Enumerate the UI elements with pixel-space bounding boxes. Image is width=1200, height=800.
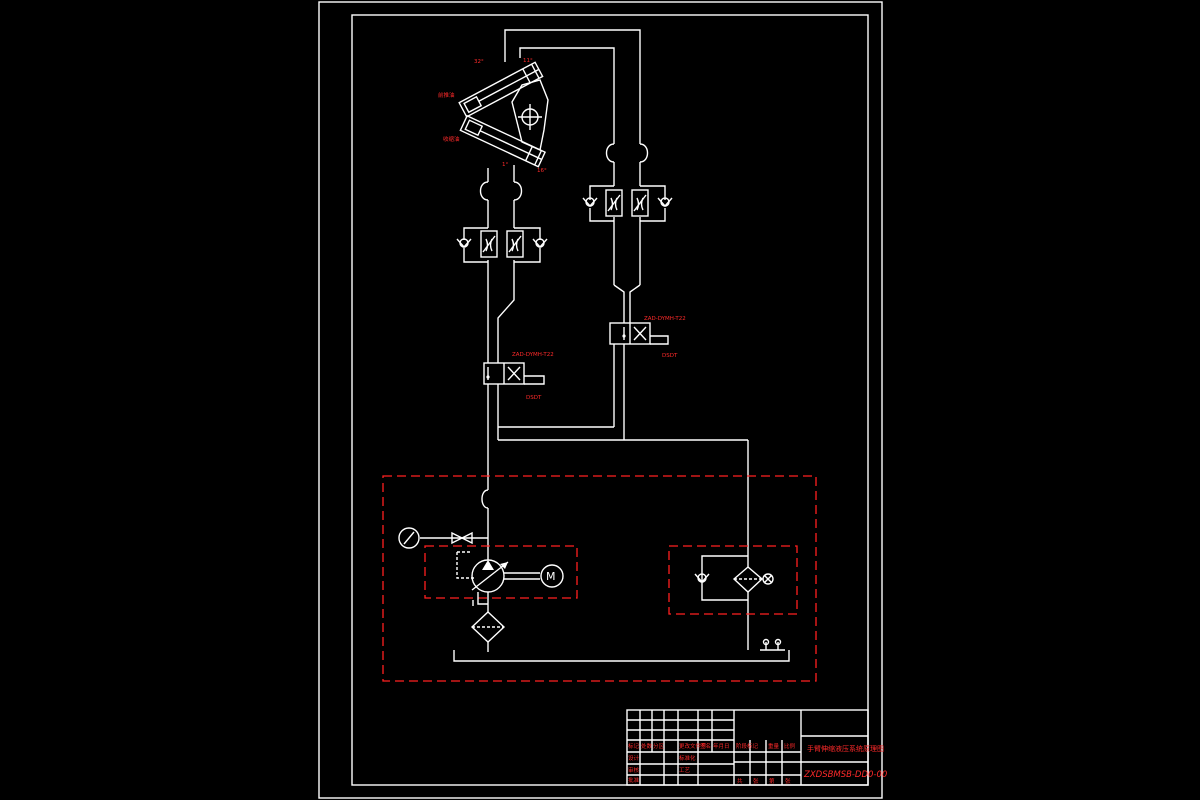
valve-right-note: DSDT [662, 353, 678, 359]
right-circuit-pipes [504, 29, 649, 440]
tb-cell-2: 分区 [653, 742, 665, 750]
tb-cell-10: 批准 [628, 776, 640, 784]
hydraulic-pump [456, 548, 540, 612]
tb-cell-11: 阶段标记 [736, 742, 759, 750]
directional-valve-right: ZAD-DYMH-T22 DSDT [609, 316, 686, 359]
angle-label-bottom-right: 16° [537, 168, 547, 174]
tb-cell-7: 标准化 [679, 754, 696, 762]
angle-label-top-right: 11° [523, 58, 533, 64]
inner-frame [351, 14, 869, 786]
tb-cell-17: 张 [785, 777, 791, 785]
electric-motor: M [540, 564, 564, 588]
tb-cell-14: 共 [737, 777, 743, 785]
valve-left-note: DSDT [526, 395, 542, 401]
directional-valve-left: ZAD-DYMH-T22 DSDT [483, 352, 554, 401]
pressure-gauge [398, 527, 420, 549]
throttle-check-valve-left-a [456, 227, 498, 263]
outer-frame [318, 1, 883, 799]
motor-label: M [546, 570, 556, 583]
tb-cell-12: 重量 [768, 742, 780, 750]
tb-cell-16: 第 [769, 777, 775, 785]
tb-cell-6: 设计 [628, 754, 640, 762]
tb-cell-9: 工艺 [679, 767, 691, 774]
throttle-check-valve-left-b [506, 227, 548, 263]
gripper-actuator: 32° 11° 1° 16° 前推油 收缩油 [438, 58, 549, 174]
title-block: 标记 处数 分区 更改文件号 签名 年月日 设计 标准化 审核 工艺 批准 阶段… [626, 709, 887, 786]
main-lines [420, 426, 749, 650]
tb-cell-1: 处数 [641, 742, 653, 750]
cylinder-upper-label: 前推油 [438, 91, 455, 99]
valve-left-model: ZAD-DYMH-T22 [512, 352, 554, 358]
left-circuit-pipes [479, 165, 523, 490]
tb-cell-13: 比例 [784, 742, 796, 750]
tb-cell-3: 更改文件号 [679, 742, 707, 750]
suction-filter [470, 611, 506, 652]
tb-cell-8: 审核 [628, 766, 640, 774]
tb-cell-4: 签名 [700, 742, 711, 750]
drawing-name: 手臂伸缩液压系统原理图 [807, 744, 884, 753]
cylinder-lower-label: 收缩油 [443, 135, 460, 143]
power-unit-boundary [382, 475, 817, 682]
angle-label-bottom-left: 1° [502, 162, 508, 168]
tb-cell-5: 年月日 [713, 742, 730, 750]
throttle-check-valve-right-b [631, 185, 673, 222]
drawing-number: ZXDSBMSB-DD0-00 [803, 770, 887, 780]
throttle-check-valve-right-a [582, 185, 623, 222]
return-filter [694, 555, 774, 601]
oil-tank [453, 638, 790, 662]
tb-cell-0: 标记 [628, 742, 640, 750]
return-filter-boundary [668, 545, 798, 615]
tb-cell-15: 张 [753, 777, 759, 785]
valve-right-model: ZAD-DYMH-T22 [644, 316, 686, 322]
pump-group-boundary [424, 545, 578, 599]
angle-label-top-left: 32° [474, 59, 484, 65]
